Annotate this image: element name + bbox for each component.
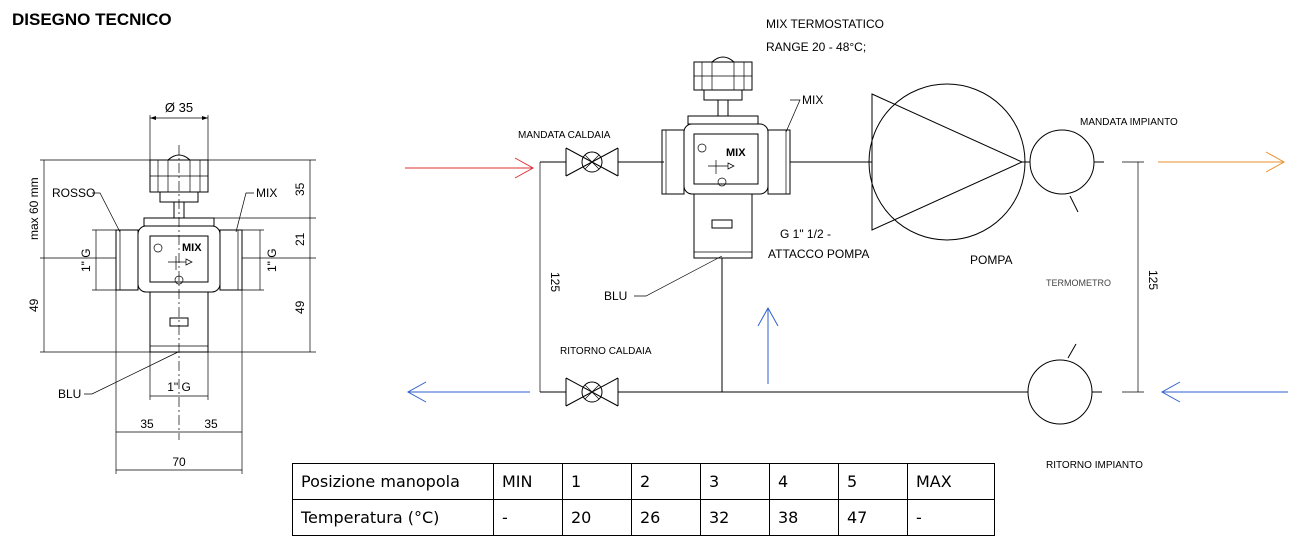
- valve-port-left: [115, 229, 139, 291]
- dim-port-left: 1" G: [79, 248, 93, 272]
- table-cell: MAX: [907, 463, 995, 500]
- dim-49-left: 49: [27, 298, 41, 312]
- label-pump-connection-1: G 1" 1/2 -: [780, 227, 831, 241]
- label-mix-body: MIX: [182, 242, 202, 254]
- arrow-system-out-icon: [1158, 151, 1286, 173]
- valve-dimension-drawing: Ø 35 max 60 mm 49 1" G 1" G 35 21 49 ROS…: [27, 100, 316, 474]
- label-mandata-caldaia: MANDATA CALDAIA: [518, 130, 611, 141]
- dim-125-right: 125: [1146, 270, 1160, 290]
- dim-diameter: Ø 35: [165, 100, 193, 115]
- ball-valve-return-icon: [565, 377, 619, 407]
- mixing-valve-body-label: MIX: [726, 147, 746, 159]
- dim-70: 70: [172, 455, 186, 469]
- label-rosso: ROSSO: [52, 186, 95, 200]
- dim-21: 21: [293, 232, 307, 246]
- ball-valve-supply-icon: [565, 147, 619, 177]
- label-ritorno-impianto: RITORNO IMPIANTO: [1046, 460, 1143, 471]
- table-cell: 5: [838, 463, 908, 500]
- dim-35-a: 35: [140, 417, 154, 431]
- table-cell: MIN: [493, 463, 563, 500]
- thermometer-supply-icon: [1029, 129, 1095, 213]
- valve-port-bottom: [149, 291, 209, 353]
- pump-icon: [868, 83, 1026, 241]
- valve-port-right: [219, 229, 243, 291]
- arrow-supply-in-icon: [405, 157, 535, 179]
- table-header-cell: Posizione manopola: [292, 463, 494, 500]
- label-ritorno-caldaia: RITORNO CALDAIA: [560, 346, 652, 357]
- table-cell: 3: [700, 463, 770, 500]
- label-range: RANGE 20 - 48°C;: [766, 40, 866, 54]
- arrow-system-return-icon: [1160, 381, 1288, 403]
- dim-port-bottom: 1" G: [167, 380, 191, 394]
- hydraulic-schematic: 125 125: [405, 17, 1288, 471]
- table-cell: 38: [769, 499, 839, 536]
- table-row: Temperatura (°C) - 20 26 32 38 47 -: [292, 499, 995, 536]
- label-blu-left: BLU: [58, 387, 81, 401]
- table-cell: -: [493, 499, 563, 536]
- table-cell: 26: [631, 499, 701, 536]
- dim-49-right: 49: [293, 300, 307, 314]
- table-cell: 4: [769, 463, 839, 500]
- page-title: DISEGNO TECNICO: [12, 10, 172, 29]
- table-row: Posizione manopola MIN 1 2 3 4 5 MAX: [292, 463, 995, 500]
- temperature-settings-table: Posizione manopola MIN 1 2 3 4 5 MAX Tem…: [292, 463, 995, 536]
- dim-125-left: 125: [548, 272, 562, 292]
- dim-35-b: 35: [204, 417, 218, 431]
- table-cell: 47: [838, 499, 908, 536]
- table-cell: 1: [562, 463, 632, 500]
- dim-max-height: max 60 mm: [27, 177, 41, 240]
- dim-35-vertical: 35: [293, 182, 307, 196]
- table-cell: -: [907, 499, 995, 536]
- label-mix-port: MIX: [256, 186, 277, 200]
- label-pump-connection-2: ATTACCO POMPA: [768, 247, 869, 261]
- table-cell: 20: [562, 499, 632, 536]
- dim-port-right: 1" G: [265, 248, 279, 272]
- arrow-return-out-icon: [406, 381, 530, 403]
- label-pompa: POMPA: [970, 253, 1012, 267]
- table-cell: 2: [631, 463, 701, 500]
- label-termometro: TERMOMETRO: [1046, 278, 1111, 288]
- mixing-valve-icon: [661, 56, 791, 259]
- thermometer-return-icon: [1027, 343, 1093, 425]
- label-mandata-impianto: MANDATA IMPIANTO: [1080, 117, 1178, 128]
- table-cell: 32: [700, 499, 770, 536]
- table-header-cell: Temperatura (°C): [292, 499, 494, 536]
- label-mix-outlet: MIX: [802, 93, 823, 107]
- arrow-bypass-up-icon: [757, 306, 779, 384]
- label-mix-termostatico: MIX TERMOSTATICO: [766, 17, 884, 31]
- label-blu-schematic: BLU: [604, 289, 627, 303]
